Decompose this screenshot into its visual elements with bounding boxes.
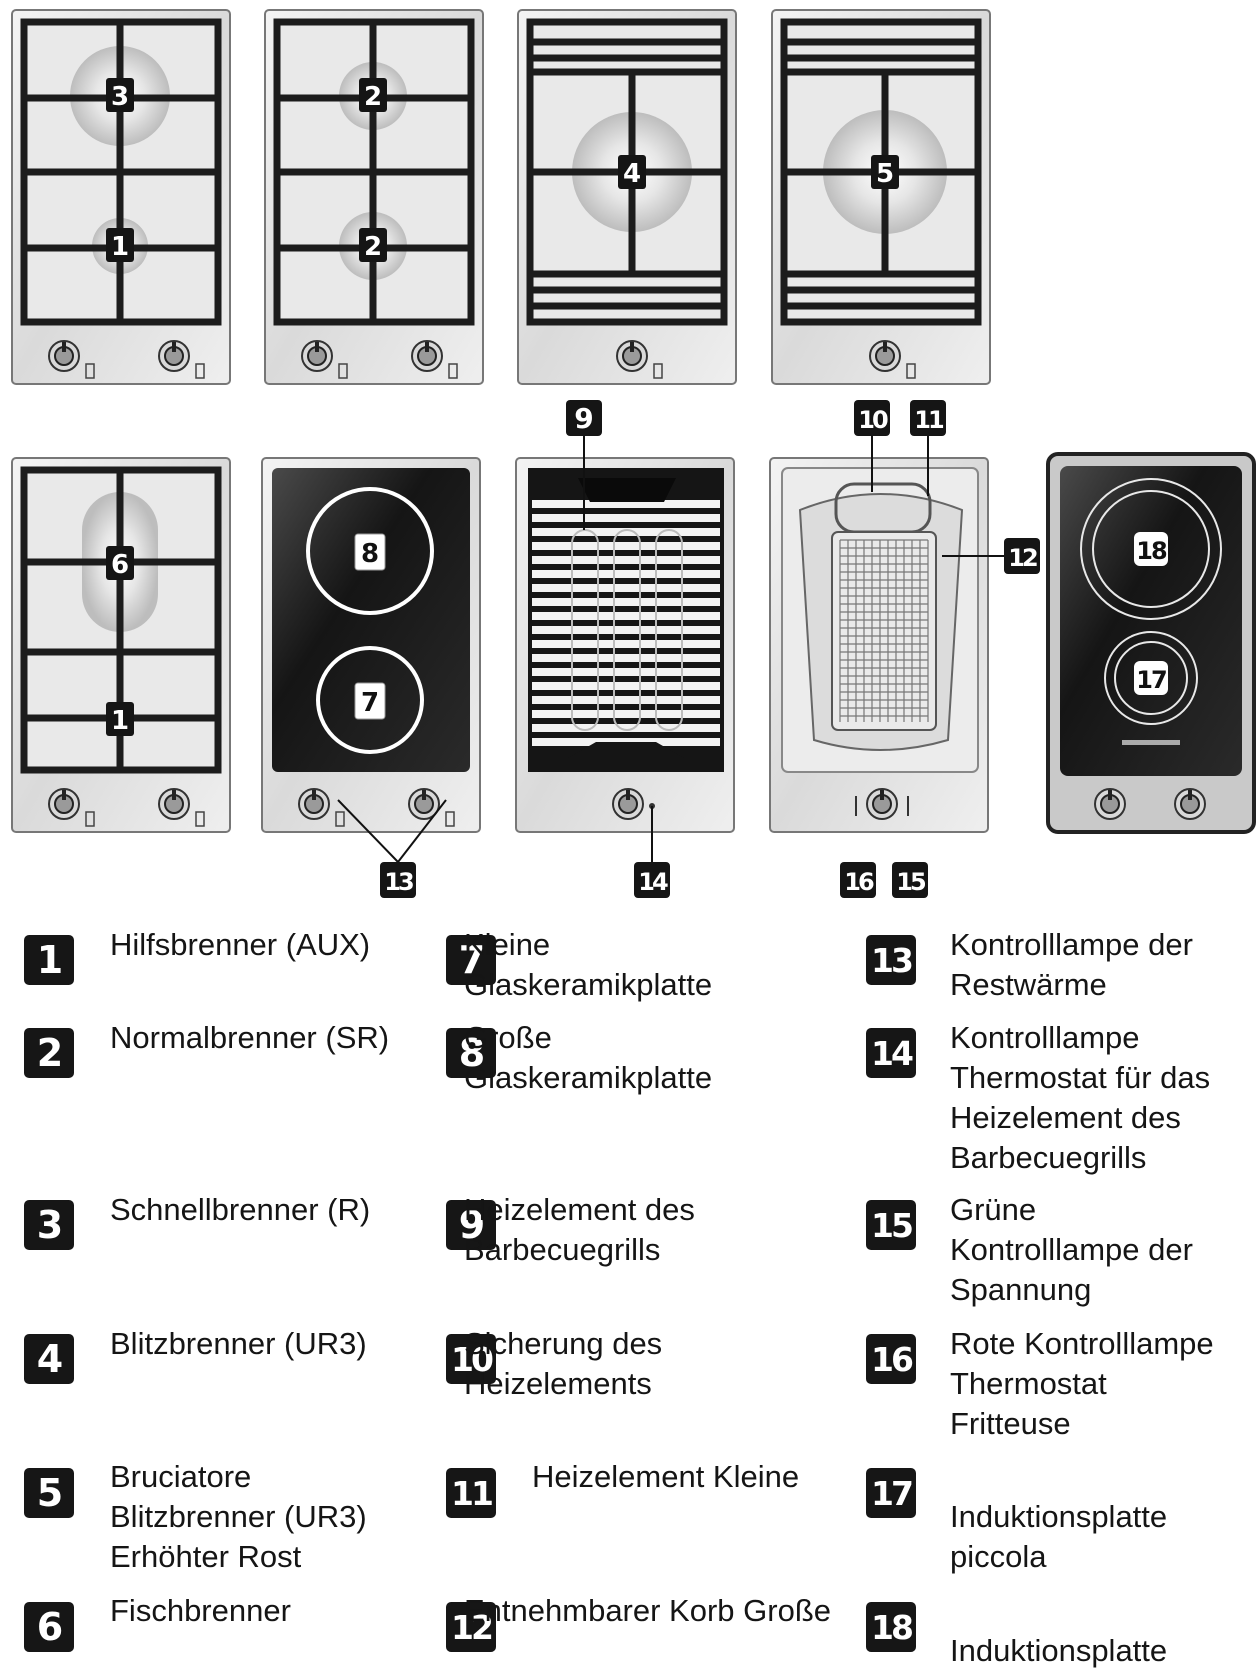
hob-gas-wok-raised: 5 — [771, 9, 991, 385]
legend-number: 9 — [446, 1200, 496, 1250]
grill-bar — [532, 696, 720, 704]
legend-number: 17 — [866, 1468, 916, 1518]
callouts: 9 10 11 12 13 14 16 15 — [337, 400, 1040, 898]
legend-text: Große Glaskeramikplatte — [464, 1020, 713, 1095]
grill-bar — [532, 500, 720, 508]
legend-text: Sicherung des Heizelements — [464, 1326, 663, 1401]
grill-bar — [532, 654, 720, 662]
legend-text: Blitzbrenner (UR3) — [110, 1326, 367, 1361]
gas-knob-icon[interactable] — [158, 340, 190, 372]
grill-bar — [532, 598, 720, 606]
legend-text: Kontrolllampe Thermostat für das Heizele… — [950, 1020, 1211, 1175]
callout-label: 14 — [638, 868, 668, 896]
grill-bar — [532, 584, 720, 592]
hob-ceramic: 8 7 — [261, 457, 481, 833]
marker-label: 3 — [111, 82, 129, 112]
callout-label: 16 — [844, 868, 874, 896]
legend-number: 2 — [24, 1028, 74, 1078]
hob-gas-semirapid: 2 2 — [264, 9, 484, 385]
grill-bar — [532, 514, 720, 522]
legend-number: 11 — [446, 1468, 496, 1518]
grill-bar — [532, 724, 720, 732]
legend-number: 13 — [866, 935, 916, 985]
legend-number: 14 — [866, 1028, 916, 1078]
grill-bar — [532, 612, 720, 620]
grill-bar — [532, 542, 720, 550]
legend-text: Fischbrenner — [110, 1593, 291, 1628]
grill-bar — [532, 682, 720, 690]
callout-label: 15 — [896, 868, 926, 896]
legend-number: 18 — [866, 1602, 916, 1652]
gas-knob-icon[interactable] — [301, 340, 333, 372]
marker-label: 1 — [111, 706, 129, 736]
grill-bar — [532, 668, 720, 676]
callout-label: 9 — [574, 402, 593, 435]
marker-label: 4 — [623, 159, 641, 189]
hob-gas-aux-rapid: 3 1 — [11, 9, 231, 385]
grill-bar — [532, 626, 720, 634]
callout-label: 12 — [1008, 544, 1037, 572]
marker-label: 5 — [876, 159, 894, 189]
legend-text: Hilfsbrenner (AUX) — [110, 927, 371, 962]
appliance-figure: 3 1 2 2 — [11, 9, 1256, 898]
legend-number: 8 — [446, 1028, 496, 1078]
legend-text: Normalbrenner (SR) — [110, 1020, 390, 1055]
gas-knob-icon[interactable] — [48, 340, 80, 372]
legend-number: 5 — [24, 1468, 74, 1518]
marker-label: 6 — [111, 550, 129, 580]
legend-number: 7 — [446, 935, 496, 985]
hob-gas-wok: 4 — [517, 9, 737, 385]
legend-text: Heizelement des Barbecuegrills — [464, 1192, 695, 1267]
marker-label: 2 — [364, 232, 382, 262]
callout-label: 11 — [914, 406, 944, 434]
gas-knob-icon[interactable] — [616, 340, 648, 372]
legend-number: 1 — [24, 935, 74, 985]
gas-knob-icon[interactable] — [158, 788, 190, 820]
gas-knob-icon[interactable] — [869, 340, 901, 372]
hob-gas-fish: 6 1 — [11, 457, 231, 833]
grill-bar — [532, 528, 720, 536]
legend-text: Schnellbrenner (R) — [110, 1192, 371, 1227]
induction-knob-icon[interactable] — [1174, 788, 1206, 820]
fryer-knob-icon[interactable] — [866, 788, 898, 820]
gas-knob-icon[interactable] — [411, 340, 443, 372]
marker-label: 18 — [1136, 537, 1167, 565]
legend-text: Induktionsplatte piccola — [950, 1499, 1168, 1574]
legend-number: 16 — [866, 1334, 916, 1384]
marker-label: 7 — [361, 688, 379, 718]
grill-bar — [532, 710, 720, 718]
legend-text: Entnehmbarer Korb Große — [464, 1593, 832, 1628]
legend-text: Kleine Glaskeramikplatte — [464, 927, 713, 1002]
marker-label: 1 — [111, 232, 129, 262]
callout-label: 13 — [384, 868, 413, 896]
marker-label: 8 — [361, 539, 379, 569]
grill-bar — [532, 570, 720, 578]
grill-bar — [532, 640, 720, 648]
hob-fryer — [769, 457, 989, 833]
legend-text: Kontrolllampe der Restwärme — [950, 927, 1193, 1002]
legend-number: 3 — [24, 1200, 74, 1250]
legend-text: Bruciatore Blitzbrenner (UR3) Erhöhter R… — [110, 1459, 367, 1574]
marker-label: 2 — [364, 82, 382, 112]
legend-text: Grüne Kontrolllampe der Spannung — [950, 1192, 1193, 1307]
legend-number: 10 — [446, 1334, 496, 1384]
gas-knob-icon[interactable] — [48, 788, 80, 820]
legend-number: 6 — [24, 1602, 74, 1652]
grill-bar — [532, 556, 720, 564]
ceramic-knob-icon[interactable] — [298, 788, 330, 820]
legend-number: 15 — [866, 1200, 916, 1250]
marker-label: 17 — [1136, 666, 1166, 694]
legend-text: Rote Kontrolllampe Thermostat Fritteuse — [950, 1326, 1214, 1441]
hob-induction: 18 17 — [1046, 452, 1256, 834]
legend-number: 4 — [24, 1334, 74, 1384]
legend-number: 12 — [446, 1602, 496, 1652]
legend-text: Induktionsplatte — [950, 1633, 1168, 1668]
legend-text: Heizelement Kleine — [532, 1459, 800, 1494]
induction-knob-icon[interactable] — [1094, 788, 1126, 820]
callout-label: 10 — [858, 406, 888, 434]
bbq-knob-icon[interactable] — [612, 788, 644, 820]
hob-bbq — [515, 457, 735, 833]
